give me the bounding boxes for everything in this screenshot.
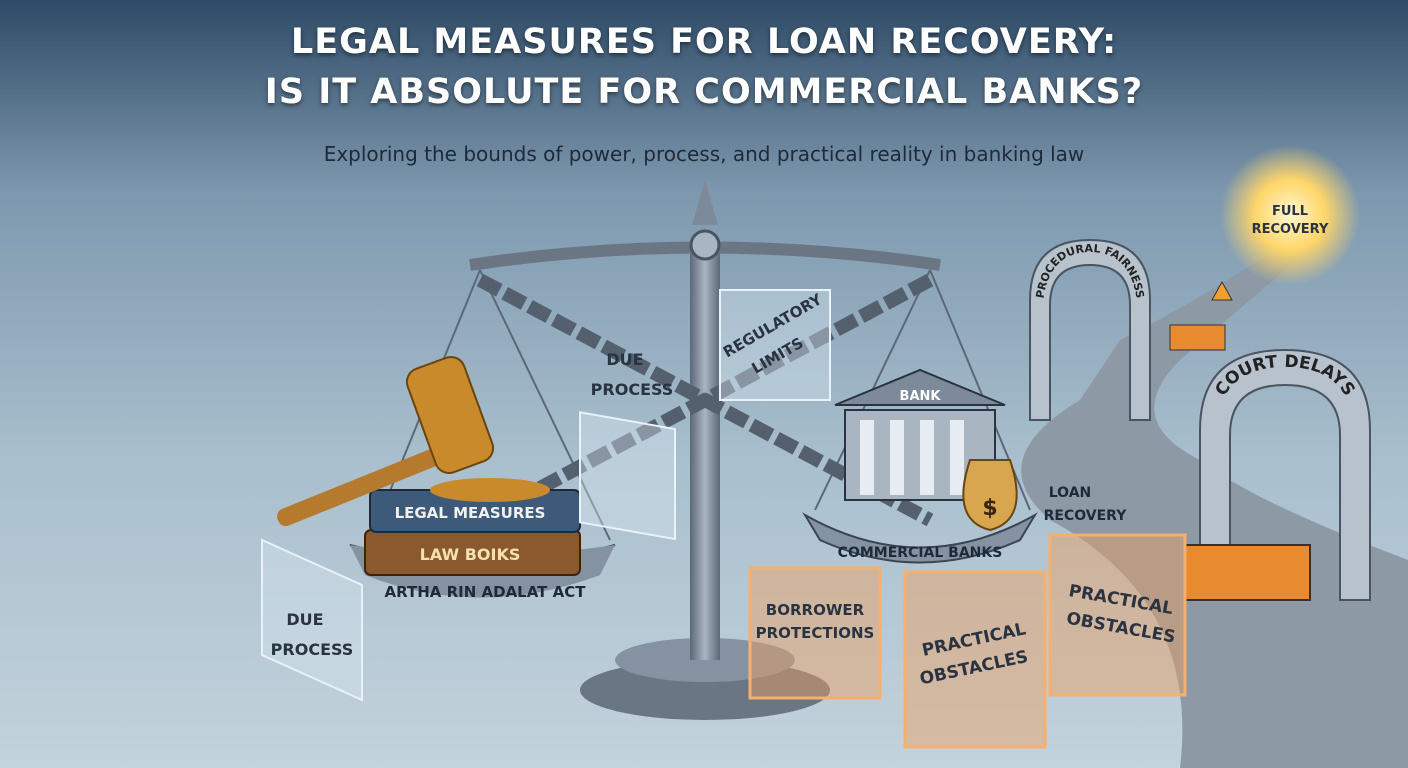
svg-text:LAW BOIKS: LAW BOIKS xyxy=(420,545,521,564)
svg-text:PROCESS: PROCESS xyxy=(271,640,354,659)
warning-icon xyxy=(1211,280,1233,301)
panel-practical-obstacles-1: PRACTICAL OBSTACLES xyxy=(903,570,1047,749)
panel-borrower-protections: BORROWER PROTECTIONS xyxy=(748,566,882,700)
svg-text:PROCESS: PROCESS xyxy=(591,380,674,399)
svg-text:LEGAL MEASURES: LEGAL MEASURES xyxy=(395,504,546,522)
svg-text:DUE: DUE xyxy=(286,610,323,629)
pan-label: ARTHA RIN ADALAT ACT xyxy=(385,583,587,601)
right-pan: BANK $ LOAN RECOVERY COMMERCIAL BANKS xyxy=(802,368,1128,564)
barrier-icon xyxy=(1184,544,1311,601)
barrier-icon xyxy=(1169,324,1226,351)
svg-text:PROTECTIONS: PROTECTIONS xyxy=(756,624,875,642)
panel-practical-obstacles-2: PRACTICAL OBSTACLES xyxy=(1048,533,1187,697)
panel-due-process-top: DUE PROCESS xyxy=(579,350,676,541)
svg-text:$: $ xyxy=(982,496,997,521)
goal-label: RECOVERY xyxy=(1252,222,1329,237)
sun-icon xyxy=(1220,145,1360,285)
svg-text:BANK: BANK xyxy=(900,389,942,404)
pan-label: COMMERCIAL BANKS xyxy=(838,545,1003,561)
svg-text:BORROWER: BORROWER xyxy=(766,601,865,619)
goal-label: FULL xyxy=(1272,204,1308,219)
svg-text:DUE: DUE xyxy=(606,350,643,369)
panel-due-process-left: DUE PROCESS xyxy=(261,538,363,702)
left-pan: LAW BOIKS LEGAL MEASURES ARTHA RIN ADALA… xyxy=(277,356,616,601)
page-title: IS IT ABSOLUTE FOR COMMERCIAL BANKS? xyxy=(264,72,1144,112)
money-bag-icon xyxy=(962,459,1018,532)
panel-regulatory-limits: REGULATORY LIMITS xyxy=(719,289,831,401)
page-title: LEGAL MEASURES FOR LOAN RECOVERY: xyxy=(290,22,1118,62)
subtitle: Exploring the bounds of power, process, … xyxy=(323,142,1085,166)
gavel-icon xyxy=(277,356,550,527)
svg-text:LOAN: LOAN xyxy=(1049,485,1092,501)
svg-text:RECOVERY: RECOVERY xyxy=(1044,508,1128,524)
